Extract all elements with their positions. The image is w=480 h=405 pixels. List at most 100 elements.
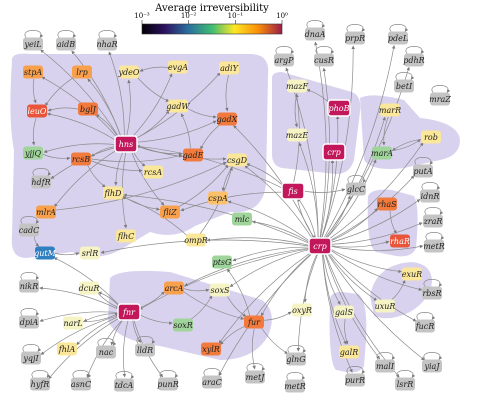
node-evgA[interactable]: evgA xyxy=(168,60,188,74)
node-label: glcC xyxy=(347,185,365,194)
node-mazE[interactable]: mazE xyxy=(286,128,309,142)
node-soxR[interactable]: soxR xyxy=(173,318,193,332)
node-yqjI[interactable]: yqjI xyxy=(21,351,41,365)
node-rhaR[interactable]: rhaR xyxy=(390,234,410,248)
node-narL[interactable]: narL xyxy=(63,316,83,330)
node-araC[interactable]: araC xyxy=(202,375,222,389)
node-gadW[interactable]: gadW xyxy=(166,99,190,113)
node-yiaJ[interactable]: yiaJ xyxy=(422,359,442,373)
node-stpA[interactable]: stpA xyxy=(23,65,43,79)
node-mazF[interactable]: mazF xyxy=(286,79,309,93)
node-metR[interactable]: metR xyxy=(423,239,445,253)
node-dnaA[interactable]: dnaA xyxy=(305,27,326,41)
node-rob[interactable]: rob xyxy=(421,130,441,144)
node-flhD[interactable]: flhD xyxy=(103,186,123,200)
node-marA[interactable]: marA xyxy=(371,146,393,160)
node-xylR[interactable]: xylR xyxy=(201,342,221,356)
node-pdeL[interactable]: pdeL xyxy=(388,31,408,45)
node-nikR[interactable]: nikR xyxy=(19,279,39,293)
node-rcsB[interactable]: rcsB xyxy=(71,152,91,166)
node-leuO[interactable]: leuO xyxy=(27,104,47,118)
node-srlR[interactable]: srlR xyxy=(80,246,100,260)
node-putA[interactable]: putA xyxy=(413,164,433,178)
node-label: mazE xyxy=(286,131,309,140)
node-box-fnr xyxy=(117,303,141,321)
node-soxS[interactable]: soxS xyxy=(210,283,230,297)
node-ydeO[interactable]: ydeO xyxy=(118,65,140,79)
node-purR[interactable]: purR xyxy=(345,373,365,387)
self-loop-glnG xyxy=(287,345,307,353)
node-yjjQ[interactable]: yjjQ xyxy=(23,146,43,160)
node-oxyR[interactable]: oxyR xyxy=(292,303,312,317)
node-label: malI xyxy=(376,362,395,371)
node-aidB[interactable]: aidB xyxy=(56,37,76,51)
node-fhlA[interactable]: fhlA xyxy=(57,342,77,356)
node-ptsG[interactable]: ptsG xyxy=(212,255,232,269)
node-galR[interactable]: galR xyxy=(339,345,359,359)
node-box-pdeL xyxy=(388,31,408,45)
node-cusR[interactable]: cusR xyxy=(314,53,334,67)
node-dpiA[interactable]: dpiA xyxy=(19,315,39,329)
node-pdhR[interactable]: pdhR xyxy=(403,53,425,67)
node-zraR[interactable]: zraR xyxy=(423,214,443,228)
node-crp2[interactable]: crp xyxy=(322,143,346,161)
node-exuR[interactable]: exuR xyxy=(402,267,422,281)
node-malI[interactable]: malI xyxy=(375,359,395,373)
node-phoB[interactable]: phoB xyxy=(327,99,351,117)
node-bglJ[interactable]: bglJ xyxy=(78,102,98,116)
node-mraZ[interactable]: mraZ xyxy=(429,92,451,106)
node-crp[interactable]: crp xyxy=(308,237,332,255)
node-lsrR[interactable]: lsrR xyxy=(395,377,415,391)
node-nac[interactable]: nac xyxy=(96,345,116,359)
node-gutM[interactable]: gutM xyxy=(34,246,57,260)
node-mlrA[interactable]: mlrA xyxy=(36,205,56,219)
node-label: cspA xyxy=(208,194,228,203)
node-flhC[interactable]: flhC xyxy=(116,229,136,243)
node-csgD[interactable]: csgD xyxy=(227,153,248,167)
node-metJ[interactable]: metJ xyxy=(245,370,265,384)
node-cspA[interactable]: cspA xyxy=(208,191,228,205)
node-mlc[interactable]: mlc xyxy=(232,212,252,226)
node-fucR[interactable]: fucR xyxy=(415,319,435,333)
node-idnR[interactable]: idnR xyxy=(420,189,440,203)
node-gadE[interactable]: gadE xyxy=(183,148,204,162)
node-box-leuO xyxy=(27,104,47,118)
node-rcsA[interactable]: rcsA xyxy=(143,165,163,179)
node-label: xylR xyxy=(202,345,220,354)
node-argP[interactable]: argP xyxy=(274,53,294,67)
node-gadX[interactable]: gadX xyxy=(217,112,238,126)
node-galS[interactable]: galS xyxy=(334,305,354,319)
node-fnr[interactable]: fnr xyxy=(117,303,141,321)
node-glcC[interactable]: glcC xyxy=(346,182,366,196)
node-ompR[interactable]: ompR xyxy=(184,233,208,247)
node-hns[interactable]: hns xyxy=(114,135,138,153)
node-adiY[interactable]: adiY xyxy=(219,61,239,75)
node-box-galR xyxy=(339,345,359,359)
node-yeiL[interactable]: yeiL xyxy=(23,37,43,51)
node-marR[interactable]: marR xyxy=(379,103,401,117)
node-metR2[interactable]: metR xyxy=(284,379,306,393)
node-cadC[interactable]: cadC xyxy=(19,223,40,237)
node-fliZ[interactable]: fliZ xyxy=(160,205,180,219)
node-fis[interactable]: fis xyxy=(281,182,305,200)
node-betI[interactable]: betI xyxy=(394,79,414,93)
node-hdfR[interactable]: hdfR xyxy=(31,175,51,189)
edge-crp-marA xyxy=(324,159,377,241)
node-tdcA[interactable]: tdcA xyxy=(114,378,134,392)
node-fur[interactable]: fur xyxy=(244,315,264,329)
node-arcA[interactable]: arcA xyxy=(164,281,184,295)
node-rhaS[interactable]: rhaS xyxy=(377,197,397,211)
node-hyfR[interactable]: hyfR xyxy=(30,377,50,391)
edge-uxuR-exuR xyxy=(390,279,406,301)
node-prpR[interactable]: prpR xyxy=(345,31,365,45)
node-dcuR[interactable]: dcuR xyxy=(79,281,100,295)
node-lldR[interactable]: lldR xyxy=(135,343,155,357)
node-punR[interactable]: punR xyxy=(157,377,179,391)
node-asnC[interactable]: asnC xyxy=(71,377,91,391)
node-box-crp2 xyxy=(322,143,346,161)
node-uxuR[interactable]: uxuR xyxy=(375,299,396,313)
node-nhaR[interactable]: nhaR xyxy=(96,37,118,51)
node-lrp[interactable]: lrp xyxy=(72,65,92,79)
node-rbsR[interactable]: rbsR xyxy=(422,286,442,300)
node-glnG[interactable]: glnG xyxy=(286,352,306,366)
